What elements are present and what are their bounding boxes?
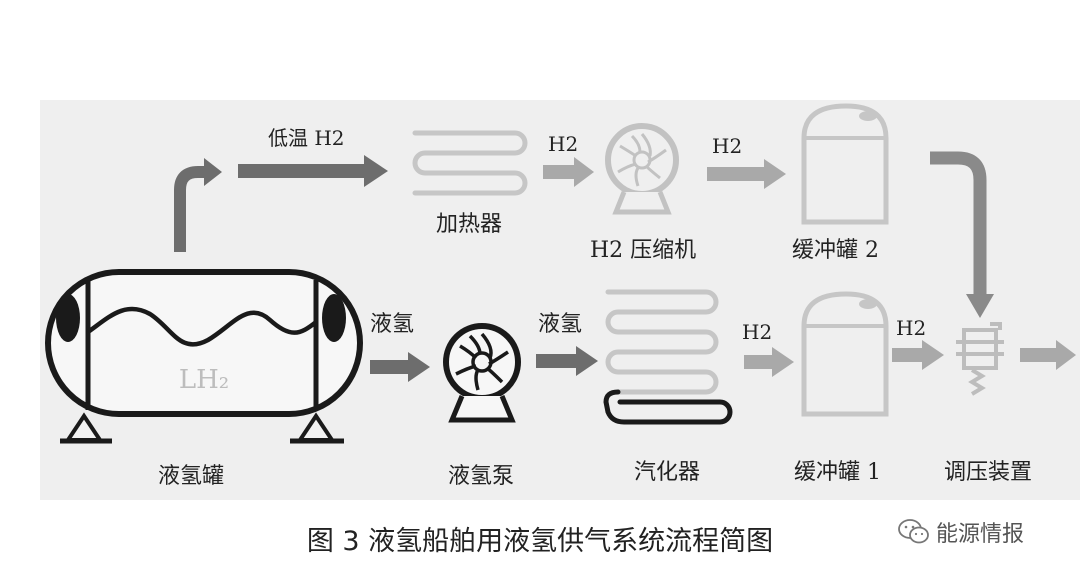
buffer1-to-regulator-arrow	[892, 340, 944, 370]
vaporizer-coil-icon	[603, 289, 733, 425]
watermark: 能源情报	[898, 516, 1024, 548]
buffer-tank-2-label: 缓冲罐 2	[792, 238, 879, 263]
h2-compressor-icon	[605, 123, 679, 215]
heater-coil-icon	[412, 130, 528, 196]
pump-label: 液氢泵	[448, 464, 515, 489]
watermark-text: 能源情报	[936, 522, 1025, 547]
low-temp-h2-arrow	[238, 155, 388, 187]
figure-caption: 图 3 液氢船舶用液氢供气系统流程简图	[306, 526, 774, 557]
h2-label-3: H2	[742, 320, 773, 344]
chat-bubble-icon	[898, 519, 929, 544]
tank-outlet-bent-arrow	[174, 158, 222, 252]
pump-to-vaporizer-arrow	[536, 346, 598, 376]
lh2-label-2: 液氢	[538, 312, 583, 337]
heater-to-compressor-arrow	[543, 157, 594, 187]
heater-label: 加热器	[436, 212, 503, 237]
vaporizer-label: 汽化器	[634, 460, 701, 485]
compressor-to-buffer2-arrow	[707, 159, 786, 189]
compressor-label: H2 压缩机	[590, 238, 697, 263]
low-temp-h2-label: 低温 H2	[268, 126, 345, 150]
vaporizer-to-buffer1-arrow	[744, 347, 794, 377]
tank-to-pump-arrow	[370, 352, 430, 382]
buffer-tank-2-icon	[801, 103, 889, 225]
regulator-label: 调压装置	[944, 460, 1033, 485]
h2-label-2: H2	[712, 134, 743, 158]
h2-label-4: H2	[896, 316, 927, 340]
lh2-label-1: 液氢	[370, 312, 415, 337]
pressure-regulator-icon	[956, 322, 1004, 396]
tank-inner-label: LH₂	[179, 365, 229, 395]
buffer-tank-1-label: 缓冲罐 1	[794, 460, 881, 485]
buffer2-to-regulator-arrow	[930, 151, 994, 318]
buffer-tank-1-icon	[801, 291, 889, 417]
regulator-outlet-arrow	[1020, 340, 1076, 370]
lh2-tank-icon	[45, 269, 363, 444]
h2-label-1: H2	[548, 132, 579, 156]
tank-label: 液氢罐	[158, 464, 225, 489]
lh2-pump-icon	[443, 323, 521, 423]
